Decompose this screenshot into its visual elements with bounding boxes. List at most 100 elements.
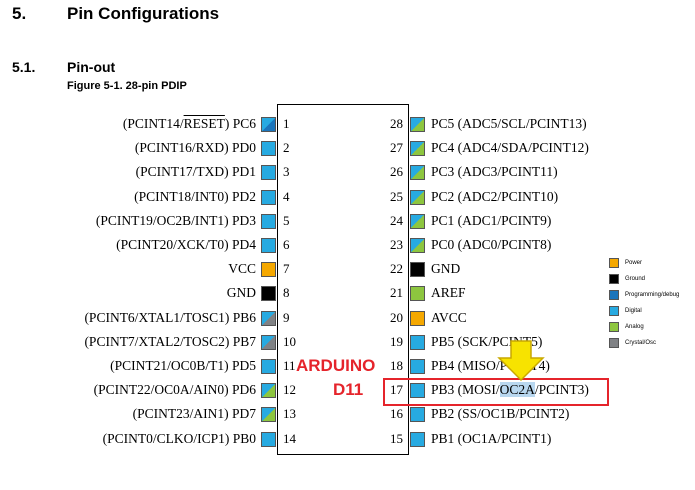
pin-label-part: PC3 (ADC3/PCINT11) — [431, 164, 558, 180]
legend-label-power: Power — [625, 260, 643, 266]
pin-label-part: (PCINT20/XCK/T0) PD4 — [116, 237, 256, 252]
pin-7-color-marker — [261, 262, 276, 278]
legend-label-ground: Ground — [625, 276, 646, 282]
pin-number-15: 15 — [390, 430, 403, 446]
legend-swatch-digital — [609, 306, 619, 316]
left-pin-label-11: (PCINT21/OC0B/T1) PD5 — [16, 358, 256, 374]
pin-label-part: RESET — [183, 116, 225, 131]
pin-number-25: 25 — [390, 188, 403, 204]
yellow-arrow-icon — [497, 340, 545, 382]
pin-number-5: 5 — [283, 212, 290, 228]
right-pin-label-17: PB3 (MOSI/OC2A/PCINT3) — [431, 382, 589, 398]
pin-number-7: 7 — [283, 261, 290, 277]
left-pin-label-14: (PCINT0/CLKO/ICP1) PB0 — [16, 431, 256, 447]
legend-label-crystal: Crystal/Osc — [625, 340, 657, 346]
right-pin-label-16: PB2 (SS/OC1B/PCINT2) — [431, 406, 569, 422]
pin-17-color-marker — [410, 383, 425, 399]
left-pin-label-3: (PCINT17/TXD) PD1 — [16, 164, 256, 180]
pin-19-color-marker — [410, 334, 425, 350]
legend-swatch-programming — [609, 290, 619, 300]
pin-label-part: GND — [226, 285, 256, 301]
pin-22-color-marker — [410, 262, 425, 278]
right-pin-label-20: AVCC — [431, 310, 467, 326]
pin-label-part: PB1 (OC1A/PCINT1) — [431, 430, 552, 446]
legend-label-digital: Digital — [625, 308, 642, 314]
pin-label-part: (PCINT23/AIN1) PD7 — [132, 406, 256, 422]
pin-28-color-marker — [410, 117, 425, 132]
left-pin-label-2: (PCINT16/RXD) PD0 — [16, 140, 256, 156]
right-pin-label-23: PC0 (ADC0/PCINT8) — [431, 237, 551, 253]
pin-number-6: 6 — [283, 237, 290, 252]
legend-label-analog: Analog — [625, 324, 644, 330]
pin-label-part: (PCINT21/OC0B/T1) PD5 — [110, 358, 256, 373]
arduino-annotation: ARDUINO — [296, 356, 376, 375]
pin-label-part: PC0 (ADC0/PCINT8) — [431, 237, 552, 252]
left-pin-label-8: GND — [16, 285, 256, 301]
pin-25-color-marker — [410, 189, 425, 205]
pin-number-17: 17 — [390, 382, 403, 398]
d11-annotation: D11 — [333, 380, 364, 399]
pin-21-color-marker — [410, 286, 425, 302]
left-pin-label-12: (PCINT22/OC0A/AIN0) PD6 — [16, 382, 256, 398]
right-pin-label-24: PC1 (ADC1/PCINT9) — [431, 213, 551, 229]
pin-label-part: OC2A — [499, 382, 535, 398]
left-pin-label-13: (PCINT23/AIN1) PD7 — [16, 406, 256, 422]
pin-number-19: 19 — [390, 333, 403, 349]
pin-number-9: 9 — [283, 309, 290, 325]
pin-label-part: PC2 (ADC2/PCINT10) — [431, 188, 559, 204]
pin-label-part: (PCINT19/OC2B/INT1) PD3 — [95, 212, 256, 228]
pin-2-color-marker — [261, 141, 276, 157]
pin-label-part: /PCINT3) — [534, 382, 589, 398]
pin-number-27: 27 — [390, 140, 403, 156]
left-pin-label-10: (PCINT7/XTAL2/TOSC2) PB7 — [16, 334, 256, 350]
pin-number-11: 11 — [283, 358, 296, 373]
pin-label-part: PC4 (ADC4/SDA/PCINT12) — [431, 140, 589, 156]
pin-3-color-marker — [261, 165, 276, 181]
pin-label-part: PB3 (MOSI/ — [431, 382, 500, 398]
pin-9-color-marker — [261, 310, 276, 326]
left-pin-label-7: VCC — [16, 261, 256, 277]
pin-label-part: (PCINT17/TXD) PD1 — [135, 164, 256, 180]
pin-27-color-marker — [410, 141, 425, 157]
pin-label-part: AREF — [431, 285, 466, 301]
pin-10-color-marker — [261, 334, 276, 350]
pin-label-part: PC1 (ADC1/PCINT9) — [431, 212, 552, 228]
pin-number-10: 10 — [283, 333, 296, 349]
ic-package-outline — [277, 104, 409, 455]
subsection-title: Pin-out — [67, 59, 116, 75]
legend-swatch-power — [609, 258, 619, 268]
pin-6-color-marker — [261, 238, 276, 253]
pin-11-color-marker — [261, 359, 276, 374]
pin-number-2: 2 — [283, 140, 290, 156]
pin17-highlight-box — [383, 378, 609, 406]
pin-label-part: GND — [431, 261, 461, 277]
pin-23-color-marker — [410, 238, 425, 253]
left-pin-label-4: (PCINT18/INT0) PD2 — [16, 189, 256, 205]
pin-number-4: 4 — [283, 188, 290, 204]
pin-label-part: AVCC — [431, 309, 467, 325]
right-pin-label-15: PB1 (OC1A/PCINT1) — [431, 431, 551, 447]
pin-number-13: 13 — [283, 406, 296, 422]
section-title: Pin Configurations — [67, 4, 220, 23]
section-number: 5. — [12, 4, 27, 23]
pin-number-23: 23 — [390, 237, 403, 252]
subsection-number: 5.1. — [12, 59, 36, 75]
legend-label-programming: Programming/debug — [625, 292, 680, 298]
pin-number-26: 26 — [390, 164, 403, 180]
pin-12-color-marker — [261, 383, 276, 399]
pin-14-color-marker — [261, 431, 276, 447]
pin-label-part: SS — [462, 406, 478, 422]
pin-5-color-marker — [261, 213, 276, 229]
right-pin-label-21: AREF — [431, 285, 466, 301]
pin-1-color-marker — [261, 117, 276, 132]
pin-label-part: ) PC6 — [224, 116, 256, 131]
pin-number-21: 21 — [390, 285, 403, 301]
pin-13-color-marker — [261, 407, 276, 423]
pin-18-color-marker — [410, 359, 425, 374]
pin-label-part: (PCINT22/OC0A/AIN0) PD6 — [93, 382, 256, 398]
pin-label-part: (PCINT18/INT0) PD2 — [134, 188, 256, 204]
pin-number-20: 20 — [390, 309, 403, 325]
pin-label-part: VCC — [228, 261, 256, 277]
pin-number-18: 18 — [390, 358, 403, 373]
legend-swatch-crystal — [609, 338, 619, 348]
